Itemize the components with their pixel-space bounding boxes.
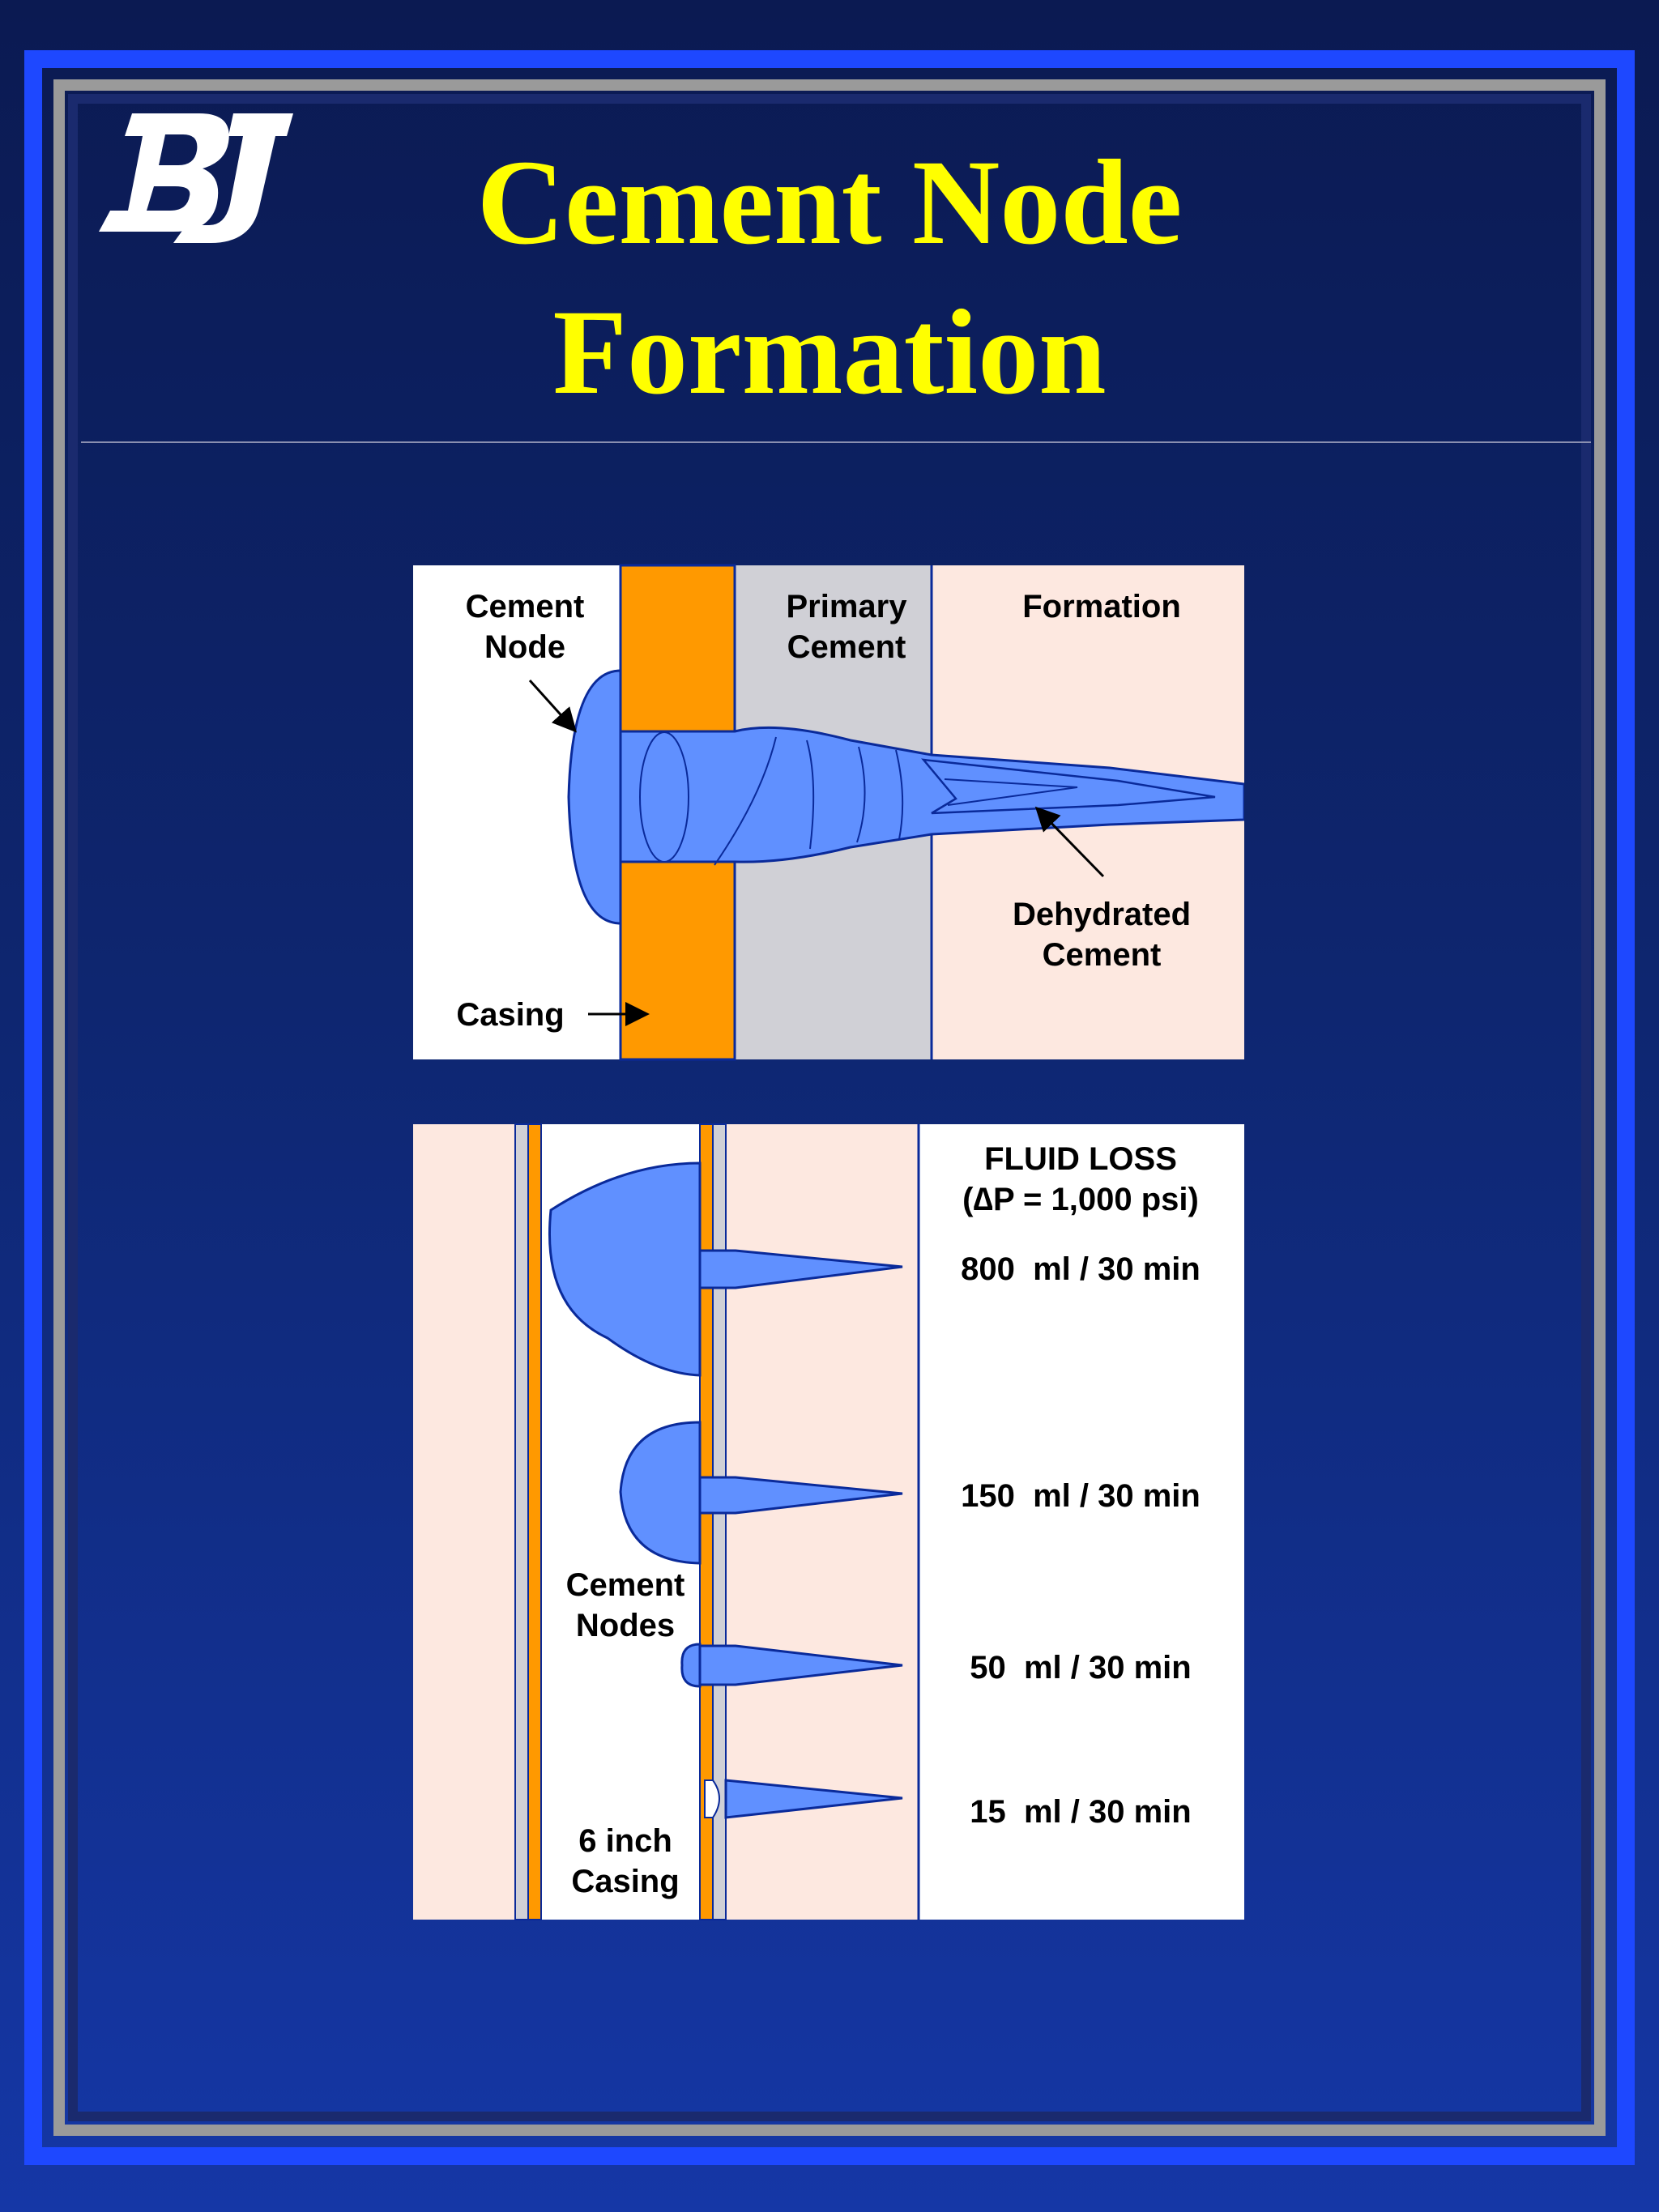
filtrate-spike-150 (698, 1476, 903, 1515)
casing-size-label-1: 6 inch (578, 1823, 672, 1859)
casing-size-label-2: Casing (571, 1864, 679, 1899)
title-line-1: Cement Node (476, 135, 1183, 270)
cement-node-50 (680, 1643, 702, 1688)
fluid-loss-condition: (∆P = 1,000 psi) (962, 1182, 1199, 1217)
filtrate-spike-15 (724, 1779, 903, 1819)
cement-node-diagram: Cement Node Primary Cement Formation Deh… (413, 564, 1244, 1061)
cement-filtrate-channel (619, 726, 1244, 863)
cement-nodes-label-2: Nodes (576, 1608, 675, 1643)
fluid-loss-value: 800 ml / 30 min (961, 1251, 1201, 1287)
cement-node-150 (619, 1421, 702, 1565)
fluid-loss-value: 150 ml / 30 min (961, 1478, 1201, 1514)
cement-node-label-2: Node (484, 629, 565, 665)
fluid-loss-header: FLUID LOSS (984, 1141, 1177, 1177)
cement-node-arrow (528, 679, 578, 733)
dehydrated-cement-label-1: Dehydrated (1013, 897, 1191, 932)
title-separator (81, 441, 1591, 443)
formation-label: Formation (1022, 589, 1181, 624)
fluid-loss-diagram: FLUID LOSS (∆P = 1,000 psi) 800 ml / 30 … (413, 1123, 1244, 1920)
primary-cement-label-1: Primary (787, 589, 908, 624)
fluid-loss-value: 50 ml / 30 min (970, 1650, 1191, 1686)
formation-left (413, 1124, 515, 1920)
cement-node-shape (567, 669, 622, 925)
casing-wall-left (527, 1123, 542, 1920)
cement-nodes-label-1: Cement (566, 1567, 685, 1603)
inner-frame (68, 94, 1591, 2121)
middle-frame (53, 79, 1606, 2136)
outer-frame (24, 50, 1635, 2165)
casing-label: Casing (456, 997, 564, 1033)
dehydrated-cement-arrow (1034, 806, 1105, 878)
bj-logo-icon (99, 113, 293, 243)
cement-node-label-1: Cement (466, 589, 585, 624)
fluid-loss-value: 15 ml / 30 min (970, 1794, 1191, 1830)
filtrate-spike-800 (698, 1249, 903, 1289)
filtrate-spike-50 (698, 1644, 903, 1686)
primary-cement-label-2: Cement (787, 629, 906, 665)
title-line-2: Formation (552, 285, 1107, 420)
casing-upper (619, 564, 736, 733)
cement-node-800 (548, 1161, 702, 1377)
dehydrated-cement-label-2: Cement (1043, 937, 1162, 973)
dehydrated-cement-shape (921, 758, 1216, 815)
casing-lower (619, 860, 736, 1061)
cement-node-15 (704, 1779, 720, 1818)
